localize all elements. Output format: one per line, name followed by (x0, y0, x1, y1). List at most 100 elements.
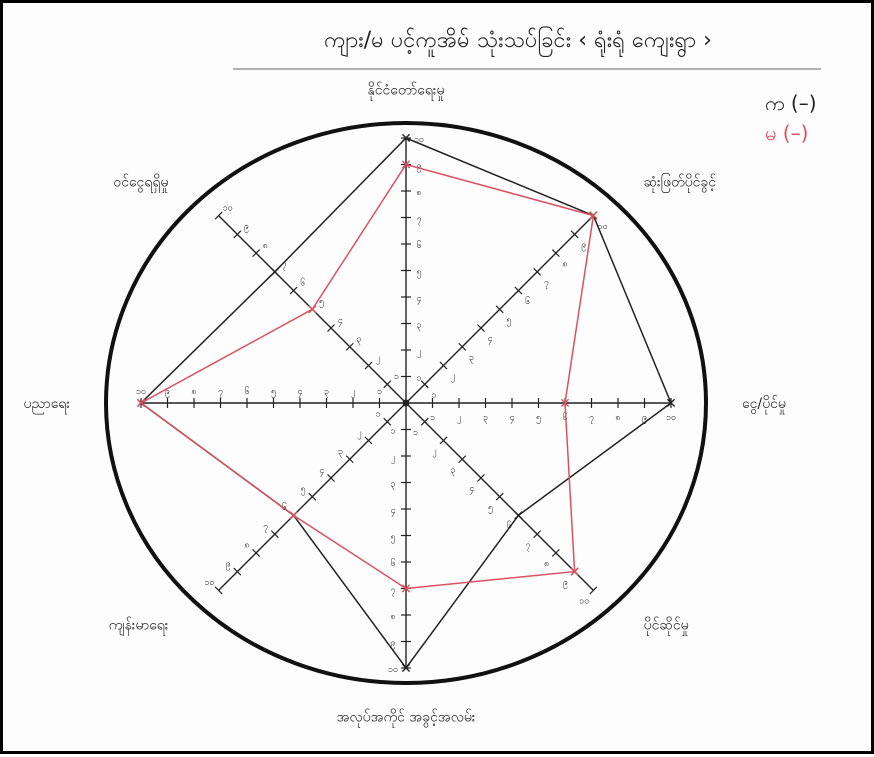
axis-tick (364, 436, 373, 445)
data-point: ✕ (400, 158, 412, 174)
tick-label: ၇ (525, 540, 530, 551)
tick-label: ၇ (281, 260, 286, 271)
tick-label: ၄ (488, 334, 493, 345)
tick-label: ၁၀ (579, 597, 589, 607)
tick-label: ၆ (390, 558, 395, 569)
data-point: ✕ (135, 396, 147, 412)
tick-label: ၆ (562, 412, 567, 423)
tick-label: ၈ (544, 559, 549, 569)
tick-label: ၉ (416, 162, 421, 173)
data-point: ✕ (569, 565, 581, 581)
tick-label: ၇ (544, 278, 549, 289)
tick-label: ၇ (218, 387, 223, 398)
tick-label: ၅ (536, 413, 541, 424)
axis-tick (214, 586, 223, 595)
axis-tick (533, 530, 542, 539)
tick-label: ၅ (271, 387, 276, 398)
tick-label: ၈ (244, 541, 249, 551)
series-polygon (139, 137, 672, 670)
tick-label: ၂ (391, 453, 395, 464)
axis-label: ပိုင်ဆိုင်မှု (644, 618, 689, 636)
tick-label: ၄ (469, 484, 474, 495)
axis-tick (439, 361, 448, 370)
tick-label: ၁ (390, 427, 395, 437)
tick-label: ၂ (417, 347, 421, 358)
tick-label: ၁ (377, 387, 382, 397)
tick-label: ၁ (413, 428, 418, 438)
tick-label: ၇ (589, 413, 594, 424)
tick-label: ၃ (450, 465, 455, 476)
tick-label: ၆ (525, 296, 530, 307)
tick-label: ၉ (563, 578, 568, 589)
axis-tick (533, 267, 542, 276)
axis-tick (476, 473, 485, 482)
axis-tick (495, 492, 504, 501)
axis-label: ကျန်းမာရေး (109, 618, 169, 636)
tick-label: ၁၀ (598, 222, 608, 232)
axis-tick (570, 230, 579, 239)
axis-tick (589, 586, 598, 595)
axis-tick (327, 473, 336, 482)
tick-label: ၆ (244, 386, 249, 397)
tick-label: ၁၀ (223, 203, 233, 213)
axis-tick (458, 455, 467, 464)
tick-label: ၂ (357, 428, 361, 439)
data-point: ✕ (400, 131, 412, 147)
tick-label: ၄ (509, 413, 514, 424)
tick-label: ၁ (431, 390, 436, 400)
tick-label: ၉ (581, 241, 586, 252)
tick-label: ၃ (324, 387, 329, 398)
tick-label: ၄ (319, 466, 324, 477)
data-point: ✕ (135, 396, 147, 412)
tick-label: ၅ (488, 503, 493, 514)
axis-tick (495, 305, 504, 314)
axis-label: နိုင်ငံတော်ရေးမှု (368, 82, 445, 100)
tick-label: ၈ (191, 387, 196, 397)
axis-tick (420, 417, 429, 426)
axis-tick (252, 249, 261, 258)
tick-label: ၉ (390, 639, 395, 650)
axis-tick (252, 548, 261, 557)
tick-label: ၃ (356, 335, 361, 346)
data-point: ✕ (288, 508, 300, 524)
axis-label: ငွေ/ပိုင်မှု (742, 396, 786, 414)
tick-label: ၂ (457, 413, 461, 424)
axis-tick (551, 548, 560, 557)
axis-tick (514, 286, 523, 295)
tick-label: ၆ (300, 277, 305, 288)
outer-circle (104, 121, 708, 685)
tick-label: ၄ (297, 387, 302, 398)
axis-tick (327, 324, 336, 333)
axis-tick (345, 342, 354, 351)
tick-label: ၁၀ (388, 665, 398, 675)
tick-label: ၇ (263, 522, 268, 533)
center-point (402, 399, 410, 407)
data-point: ✕ (513, 508, 525, 524)
axis-tick (476, 324, 485, 333)
tick-label: ၄ (416, 294, 421, 305)
tick-label: ၇ (390, 586, 395, 597)
data-point: ✕ (288, 508, 300, 524)
axis-tick (551, 249, 560, 258)
tick-label: ၇ (416, 215, 421, 226)
tick-label: ၄ (390, 506, 395, 517)
tick-label: ၁၀ (136, 387, 146, 397)
tick-label: ၆ (416, 240, 421, 251)
tick-label: ၆ (507, 521, 512, 532)
tick-label: ၁ (416, 374, 421, 384)
axis-tick (233, 230, 242, 239)
data-point: ✕ (400, 582, 412, 598)
axis-tick (439, 436, 448, 445)
legend-entry: မ (–) (765, 121, 808, 145)
tick-label: ၂ (450, 372, 454, 383)
data-point: ✕ (559, 396, 571, 412)
axis-tick (214, 211, 223, 220)
tick-label: ၁၀ (666, 413, 676, 423)
tick-label: ၁ (376, 410, 381, 420)
tick-label: ၉ (165, 387, 170, 398)
tick-label: ၃ (416, 321, 421, 332)
tick-label: ၉ (642, 413, 647, 424)
legend: က (–)မ (–) (765, 91, 817, 145)
axis-tick (308, 492, 317, 501)
